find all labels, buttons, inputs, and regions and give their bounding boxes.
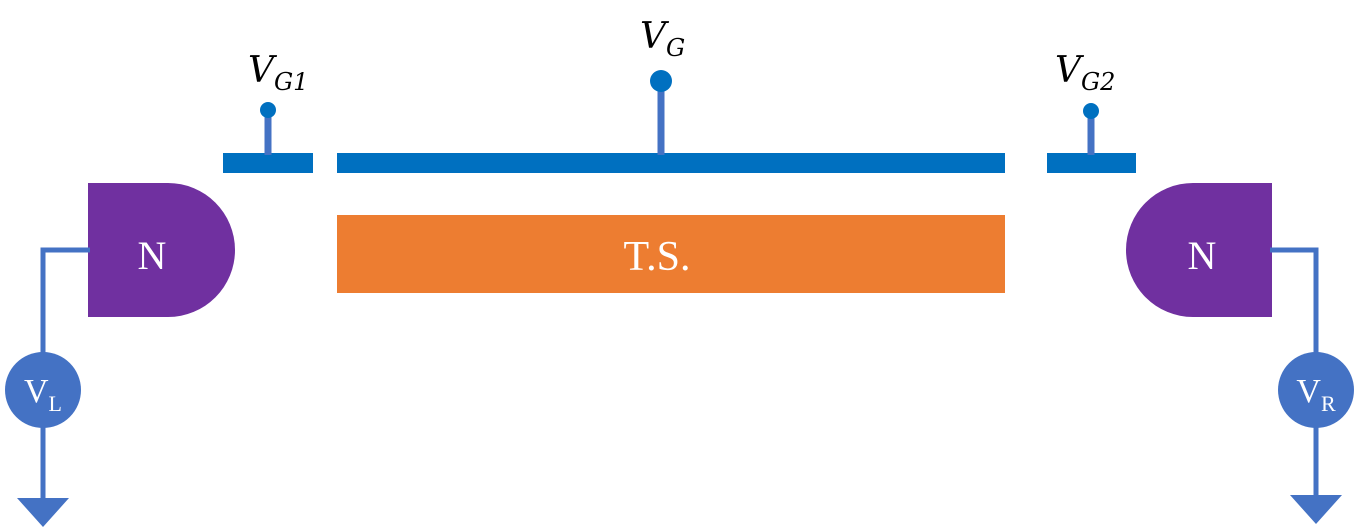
contact-left-label: N [138,233,167,278]
ground-right-icon [1290,495,1342,524]
gate-right-electrode [1047,153,1136,173]
channel-label: T.S. [624,234,691,280]
channel-bar [337,215,1005,293]
gate-left-label: VG1 [248,50,308,96]
wire-right [1270,247,1319,355]
gate-main-label: VG [640,16,685,62]
voltage-source-left-label: VL [24,373,62,416]
contact-left [88,183,235,317]
ground-left-icon [17,498,69,527]
wire-left [40,247,90,355]
gate-main-electrode [337,153,1005,173]
gate-left-electrode [223,153,313,173]
voltage-source-right [1278,352,1354,428]
gate-right-label: VG2 [1055,50,1115,96]
gate-main-terminal [650,70,672,155]
voltage-source-left [5,352,81,428]
gate-right-terminal [1083,103,1099,155]
voltage-source-right-label: VR [1296,373,1336,416]
contact-right [1126,183,1272,317]
gate-left-terminal [260,102,276,155]
contact-right-label: N [1188,233,1217,278]
